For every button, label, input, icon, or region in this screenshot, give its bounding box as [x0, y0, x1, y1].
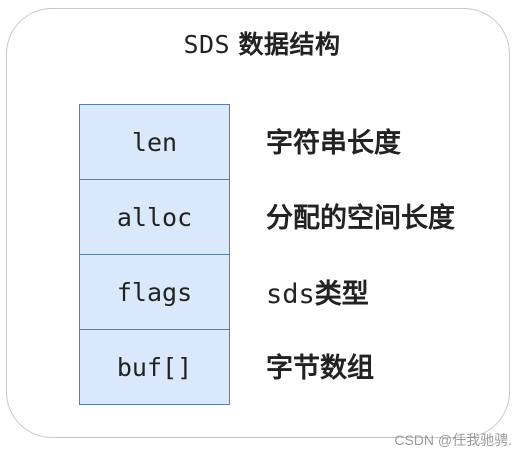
description-flags-prefix: sds	[266, 279, 315, 310]
title-prefix: SDS	[183, 30, 231, 59]
field-buf: buf[]	[80, 330, 229, 404]
field-len: len	[80, 105, 229, 180]
field-flags: flags	[80, 255, 229, 330]
description-buf: 字节数组	[266, 353, 374, 384]
diagram-title: SDS 数据结构	[0, 25, 524, 61]
description-flags: sds类型	[266, 272, 369, 311]
field-alloc: alloc	[80, 180, 229, 255]
watermark: CSDN @任我驰骋.	[394, 432, 512, 448]
title-suffix: 数据结构	[238, 30, 341, 59]
description-flags-text: 类型	[314, 279, 369, 310]
description-len: 字符串长度	[266, 128, 401, 159]
description-alloc: 分配的空间长度	[266, 203, 455, 234]
struct-box: len alloc flags buf[]	[79, 104, 230, 405]
